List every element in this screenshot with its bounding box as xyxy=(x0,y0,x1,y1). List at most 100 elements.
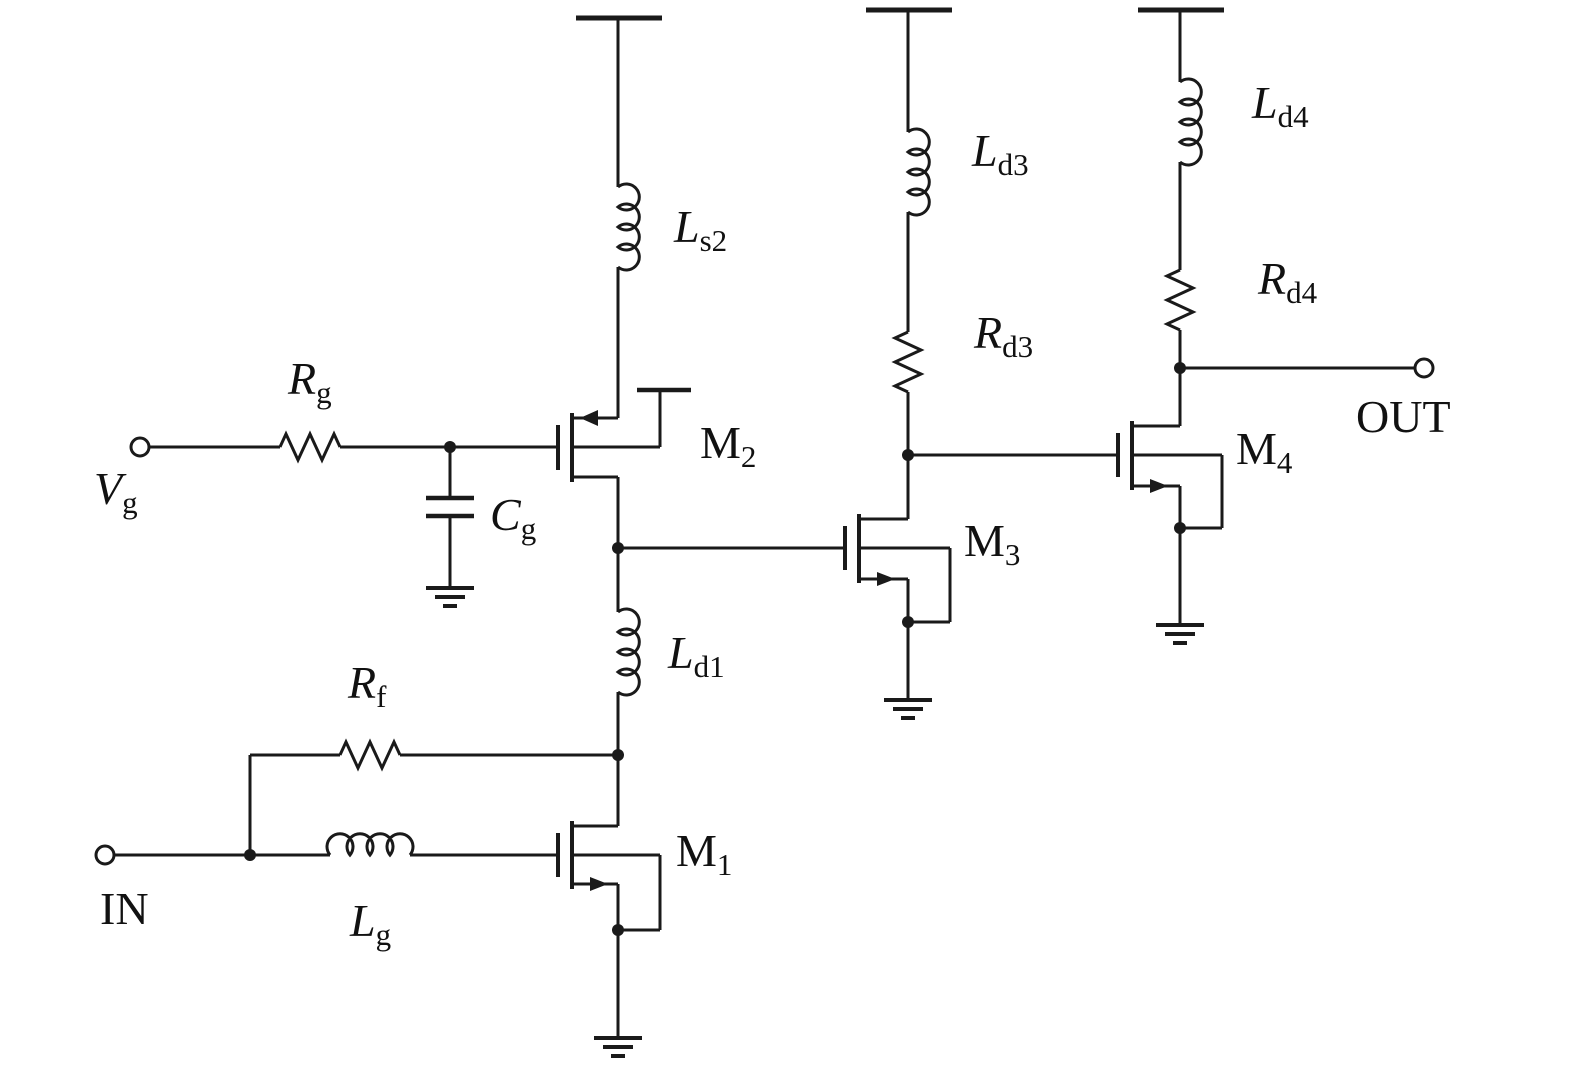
label-sub: d3 xyxy=(1002,329,1034,364)
ground-cg xyxy=(426,586,474,608)
inductor-lg xyxy=(325,832,558,858)
label-sub: 2 xyxy=(740,439,757,474)
junction-dot xyxy=(902,616,914,628)
label-text: L xyxy=(972,125,998,176)
label-text: R xyxy=(1258,253,1287,304)
label-sub: g xyxy=(122,485,138,520)
junction-dot xyxy=(1174,522,1186,534)
terminal-in xyxy=(94,844,330,866)
label-text: V xyxy=(94,463,123,514)
label-text: L xyxy=(1252,77,1278,128)
terminal-out xyxy=(1180,357,1435,379)
label-sub: d1 xyxy=(693,649,725,684)
ground-m1 xyxy=(594,1036,642,1058)
label-text: IN xyxy=(100,883,149,934)
label-sub: g xyxy=(520,511,537,546)
terminal-circle xyxy=(1413,357,1435,379)
label-text: M xyxy=(964,515,1005,566)
label-sub: s2 xyxy=(699,223,728,258)
nmos-arrow xyxy=(580,410,598,426)
label-m2: M2 xyxy=(700,417,757,474)
label-sub: 3 xyxy=(1004,537,1021,572)
label-ls2: Ls2 xyxy=(674,201,728,258)
nmos-arrow xyxy=(590,877,608,891)
supply-rail-ls2 xyxy=(576,15,662,187)
resistor-rg xyxy=(149,430,558,464)
inductor-ls2 xyxy=(615,182,641,418)
label-out: OUT xyxy=(1356,394,1451,440)
label-sub: f xyxy=(376,679,387,714)
label-text: R xyxy=(974,307,1003,358)
label-vg: Vg xyxy=(94,463,138,520)
junction-dot xyxy=(244,849,256,861)
label-text: M xyxy=(676,825,717,876)
junction-dot xyxy=(1174,362,1186,374)
zigzag xyxy=(278,430,342,464)
label-sub: d3 xyxy=(997,147,1029,182)
label-m1: M1 xyxy=(676,825,733,882)
transistor-m4 xyxy=(908,330,1224,625)
coil xyxy=(905,127,931,217)
label-lg: Lg xyxy=(350,895,392,952)
inductor-ld4 xyxy=(1177,77,1203,270)
capacitor-cg xyxy=(426,447,474,588)
nmos-arrow xyxy=(1150,479,1168,493)
junction-dot xyxy=(444,441,456,453)
terminal-vg xyxy=(129,436,151,458)
resistor-rf xyxy=(248,738,618,855)
inductor-ld1 xyxy=(615,548,641,826)
coil xyxy=(615,607,641,697)
label-ld4: Ld4 xyxy=(1252,77,1309,134)
transistor-m2 xyxy=(556,387,691,548)
coil xyxy=(615,182,641,272)
transistor-m1 xyxy=(556,755,662,1038)
label-text: R xyxy=(288,353,317,404)
label-rd3: Rd3 xyxy=(974,307,1034,364)
label-m4: M4 xyxy=(1236,423,1293,480)
zigzag xyxy=(338,738,402,772)
label-text: M xyxy=(700,417,741,468)
label-sub: 4 xyxy=(1276,445,1293,480)
label-in: IN xyxy=(100,886,149,932)
supply-rail-ld3 xyxy=(866,7,952,132)
label-text: R xyxy=(348,657,377,708)
coil xyxy=(1177,77,1203,167)
label-text: L xyxy=(674,201,700,252)
label-text: M xyxy=(1236,423,1277,474)
label-rg: Rg xyxy=(288,353,332,410)
label-text: OUT xyxy=(1356,391,1451,442)
junction-dot xyxy=(902,449,914,461)
resistor-rd3 xyxy=(891,330,925,394)
terminal-circle xyxy=(129,436,151,458)
label-sub: 1 xyxy=(716,847,733,882)
label-rf: Rf xyxy=(348,657,387,714)
label-text: C xyxy=(490,489,521,540)
label-text: L xyxy=(668,627,694,678)
transistor-m3 xyxy=(618,392,952,700)
nmos-arrow xyxy=(877,572,895,586)
label-rd4: Rd4 xyxy=(1258,253,1318,310)
supply-rail-ld4 xyxy=(1138,7,1224,82)
resistor-rd4 xyxy=(1163,268,1197,332)
junction-dot xyxy=(612,749,624,761)
coil xyxy=(325,832,415,858)
label-sub: d4 xyxy=(1286,275,1318,310)
label-sub: g xyxy=(375,917,392,952)
terminal-circle xyxy=(94,844,116,866)
inductor-ld3 xyxy=(905,127,931,332)
label-ld1: Ld1 xyxy=(668,627,725,684)
label-sub: d4 xyxy=(1277,99,1309,134)
junction-dot xyxy=(612,924,624,936)
zigzag xyxy=(1163,268,1197,332)
label-ld3: Ld3 xyxy=(972,125,1029,182)
junction-dot xyxy=(612,542,624,554)
label-sub: g xyxy=(316,375,332,410)
zigzag xyxy=(891,330,925,394)
junction-dots xyxy=(244,362,1186,936)
ground-m4 xyxy=(1156,623,1204,645)
label-text: L xyxy=(350,895,376,946)
label-cg: Cg xyxy=(490,489,537,546)
label-m3: M3 xyxy=(964,515,1021,572)
